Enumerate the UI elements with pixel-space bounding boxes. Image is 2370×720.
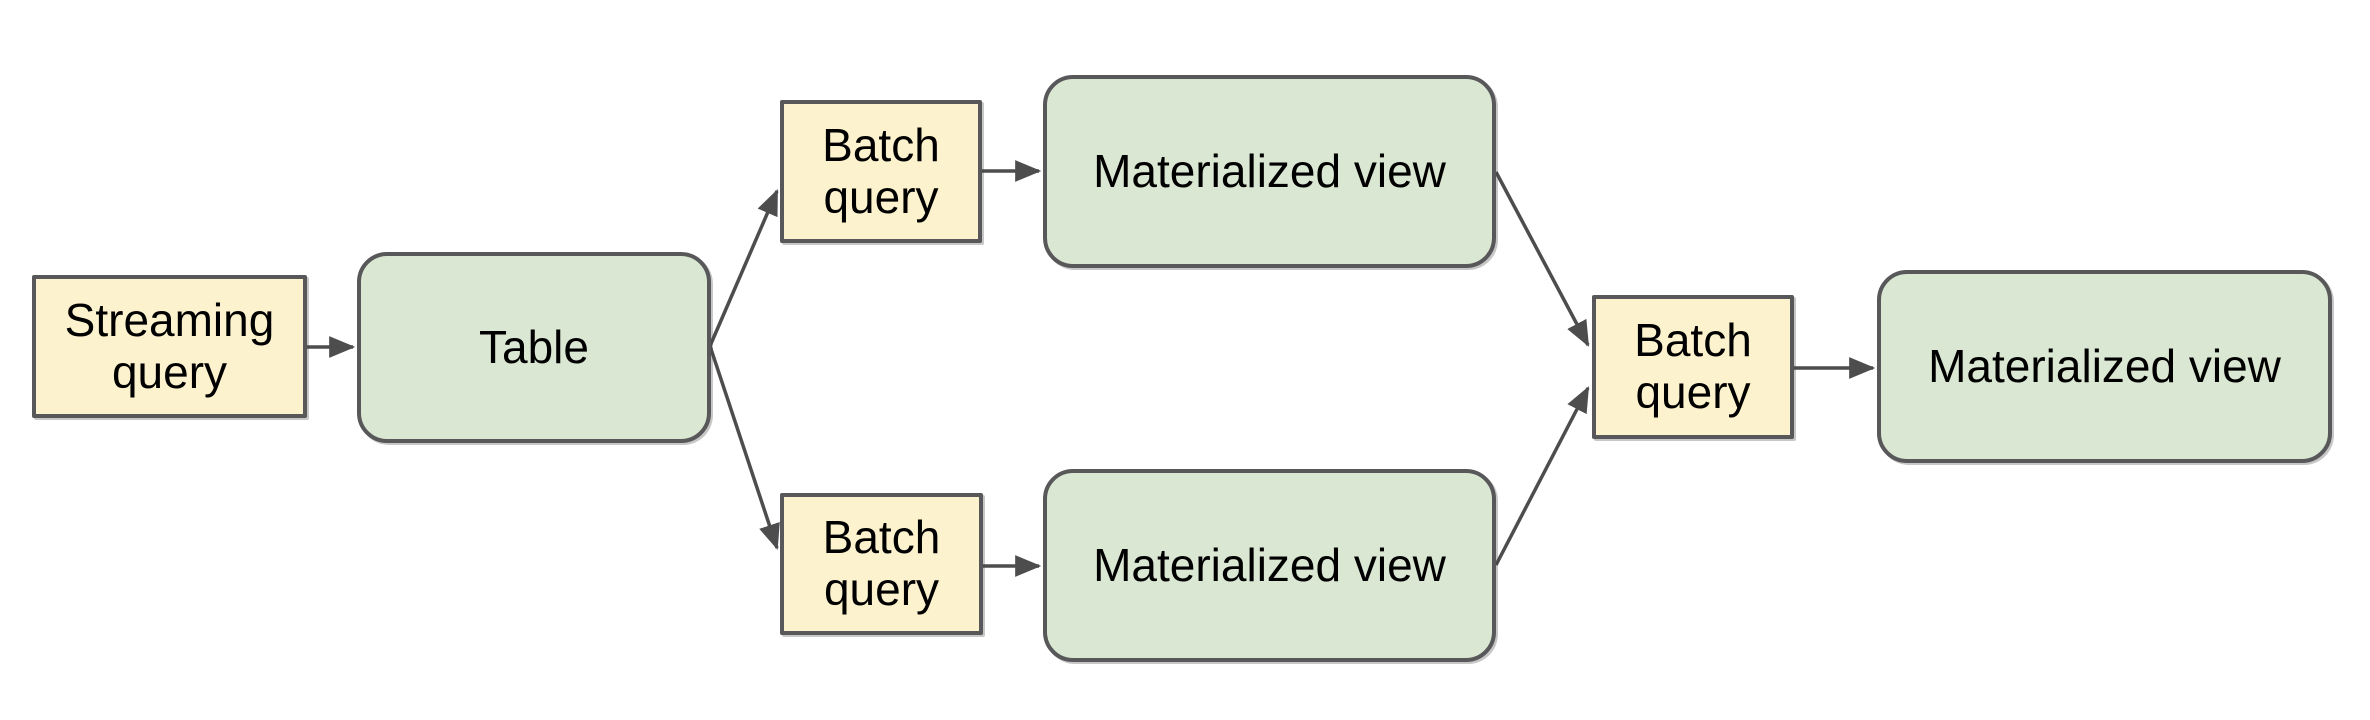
edge-table-to-batch-query-bottom [708, 345, 780, 551]
edge-mv-bottom-to-batch-query-right [1494, 386, 1590, 566]
edge-table-to-batch-query-top [708, 189, 779, 347]
node-materialized-view-right: Materialized view [1877, 270, 2332, 463]
node-batch-query-right: Batch query [1592, 295, 1794, 439]
node-batch-query-top: Batch query [780, 100, 982, 243]
edge-mv-top-to-batch-query-right [1494, 171, 1590, 347]
node-streaming-query: Streaming query [32, 275, 307, 418]
node-batch-query-bottom: Batch query [780, 493, 983, 635]
node-materialized-view-top: Materialized view [1043, 75, 1496, 268]
node-table: Table [357, 252, 711, 443]
node-materialized-view-bottom: Materialized view [1043, 469, 1496, 662]
